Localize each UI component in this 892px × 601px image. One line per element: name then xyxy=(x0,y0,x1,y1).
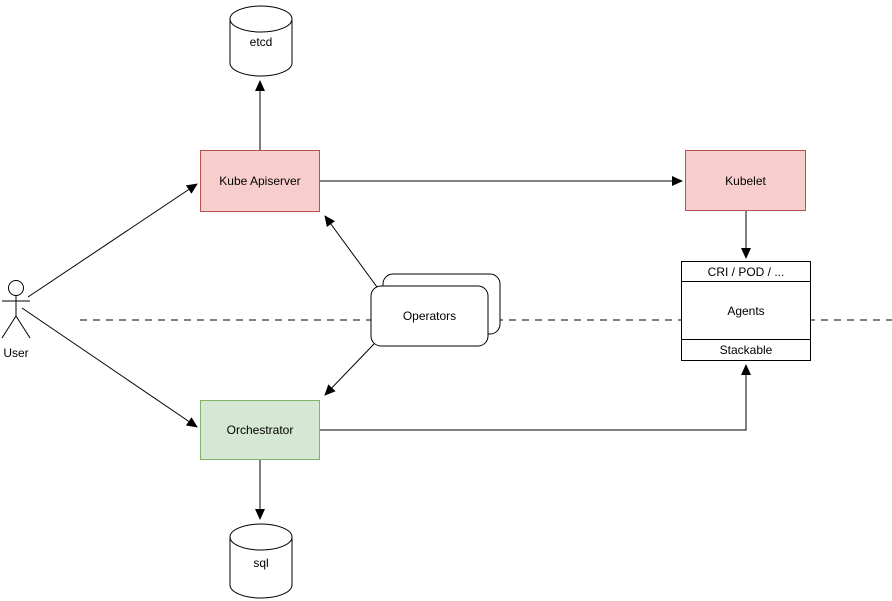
actor-head xyxy=(8,280,24,296)
agents-stack-bottom-section[interactable]: Stackable xyxy=(682,339,810,360)
node-agents-stack[interactable]: CRI / POD / ... Agents Stackable xyxy=(681,261,811,361)
agents-stack-bottom-label: Stackable xyxy=(719,343,773,357)
operators-stacked-shape[interactable] xyxy=(370,273,501,347)
node-kubelet[interactable]: Kubelet xyxy=(685,150,806,211)
actor-left-leg xyxy=(1,315,17,339)
edge-operators-to-orchestrator[interactable] xyxy=(324,343,375,396)
agents-stack-top-label: CRI / POD / ... xyxy=(707,264,785,279)
node-kubelet-label: Kubelet xyxy=(725,173,766,188)
node-kube-apiserver[interactable]: Kube Apiserver xyxy=(200,150,320,212)
agents-stack-middle-label: Agents xyxy=(727,303,765,318)
node-orchestrator[interactable]: Orchestrator xyxy=(200,400,320,460)
agents-stack-top-section[interactable]: CRI / POD / ... xyxy=(682,262,810,282)
edge-user-to-apiserver[interactable] xyxy=(27,183,198,298)
etcd-cylinder[interactable] xyxy=(229,5,293,77)
operators-front-card xyxy=(370,285,489,347)
user-actor[interactable] xyxy=(1,280,31,339)
edge-operators-to-apiserver[interactable] xyxy=(324,215,378,288)
sql-cylinder[interactable] xyxy=(229,523,293,599)
edge-user-to-orchestrator[interactable] xyxy=(21,307,198,428)
edge-orchestrator-to-stackable[interactable] xyxy=(320,364,751,431)
agents-stack-middle-section[interactable]: Agents xyxy=(682,282,810,339)
actor-right-leg xyxy=(15,315,31,339)
node-kube-apiserver-label: Kube Apiserver xyxy=(219,174,301,188)
node-orchestrator-label: Orchestrator xyxy=(226,423,294,437)
